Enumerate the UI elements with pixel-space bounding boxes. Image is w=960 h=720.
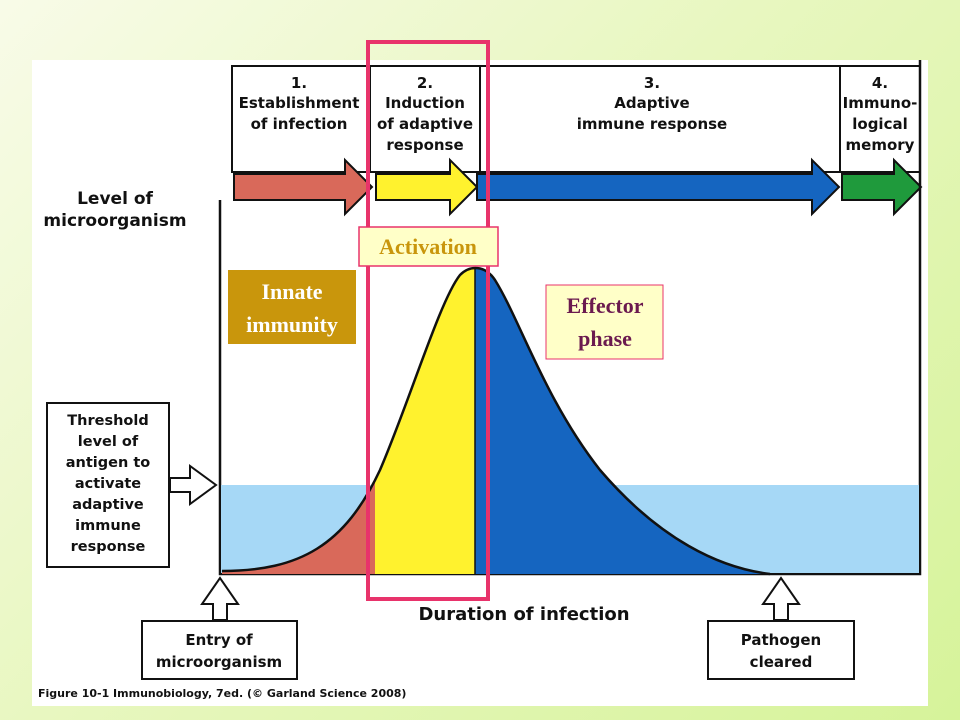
activation-highlight-box [366, 40, 490, 601]
svg-text:immune: immune [75, 518, 141, 534]
phase-4-arrow [841, 157, 923, 217]
entry-box [141, 620, 298, 680]
svg-text:Induction: Induction [385, 94, 465, 112]
svg-text:4.: 4. [872, 74, 888, 92]
entry-label-line1: Entry of [185, 631, 253, 649]
threshold-arrow [169, 464, 218, 506]
phase-1-header: 1. Establishment of infection [239, 74, 360, 133]
phase-3-header: 3. Adaptive immune response [577, 74, 727, 133]
svg-text:2.: 2. [417, 74, 433, 92]
activation-label: Activation [379, 234, 477, 259]
cleared-arrow [761, 576, 801, 621]
effector-phase-box [545, 284, 664, 360]
phase-1-arrow [233, 157, 374, 217]
effector-label-line2: phase [578, 326, 632, 351]
cleared-label-line1: Pathogen [741, 631, 821, 649]
activation-box [358, 226, 499, 267]
svg-text:of infection: of infection [251, 115, 348, 133]
y-axis-label: Level of microorganism [43, 189, 186, 231]
entry-label-line2: microorganism [156, 653, 282, 671]
svg-text:response: response [386, 136, 463, 154]
svg-text:level of: level of [78, 434, 139, 450]
innate-label-line1: Innate [261, 279, 322, 304]
svg-text:Immuno-: Immuno- [843, 94, 918, 112]
svg-text:memory: memory [846, 136, 915, 154]
phase-2-header: 2. Induction of adaptive response [377, 74, 473, 154]
innate-immunity-box [228, 270, 356, 344]
x-axis-label: Duration of infection [418, 604, 629, 625]
svg-text:response: response [71, 539, 146, 555]
svg-text:3.: 3. [644, 74, 660, 92]
phase-3-arrow [476, 157, 841, 217]
phase-headers [231, 65, 921, 173]
svg-text:Threshold: Threshold [67, 413, 148, 429]
svg-text:Establishment: Establishment [239, 94, 360, 112]
svg-text:adaptive: adaptive [72, 497, 144, 513]
figure-caption: Figure 10-1 Immunobiology, 7ed. (© Garla… [38, 687, 406, 700]
svg-text:microorganism: microorganism [43, 211, 186, 231]
phase-2-arrow [375, 157, 479, 217]
cleared-label-line2: cleared [750, 653, 813, 671]
svg-text:immune response: immune response [577, 115, 727, 133]
effector-label-line1: Effector [567, 293, 644, 318]
svg-text:antigen to: antigen to [66, 455, 151, 471]
threshold-box [46, 402, 170, 568]
svg-text:logical: logical [852, 115, 907, 133]
threshold-label: Threshold level of antigen to activate a… [66, 413, 151, 555]
phase-arrows [233, 157, 923, 217]
phase-4-header: 4. Immuno- logical memory [843, 74, 918, 154]
cleared-box [707, 620, 855, 680]
infection-curve [221, 266, 771, 576]
svg-text:activate: activate [75, 476, 141, 492]
innate-label-line2: immunity [246, 312, 338, 337]
entry-arrow [200, 576, 240, 621]
svg-text:1.: 1. [291, 74, 307, 92]
svg-text:of adaptive: of adaptive [377, 115, 473, 133]
svg-text:Adaptive: Adaptive [614, 94, 689, 112]
svg-text:Level of: Level of [77, 189, 153, 209]
